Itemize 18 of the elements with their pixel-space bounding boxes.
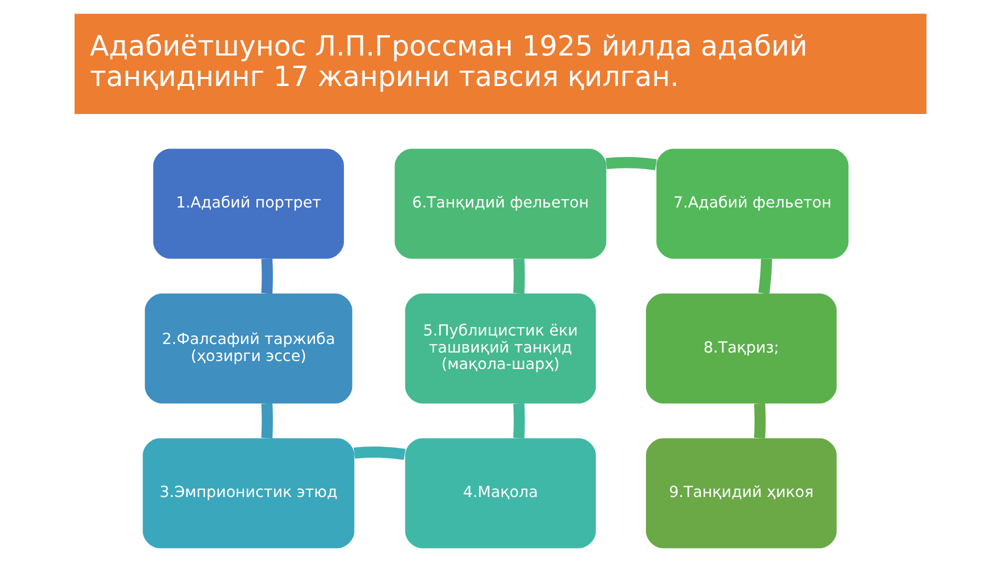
node-box: 7.Адабий фельетон: [656, 148, 848, 259]
connector: [754, 403, 766, 438]
connector: [512, 403, 524, 438]
node-box: 2.Фалсафий таржиба (ҳозирги эссе): [144, 294, 352, 404]
node-box: 6.Танқидий фельетон: [394, 148, 606, 259]
node-box: 4.Мақола: [404, 438, 596, 548]
connector: [260, 403, 272, 438]
connector: [512, 258, 524, 294]
connector: [758, 258, 772, 294]
connector: [260, 258, 272, 294]
node-box: 8.Тақриз;: [645, 294, 836, 404]
node-box: 3.Эмприонистик этюд: [142, 438, 354, 548]
node-box: Адабиётшунос Л.П.Гроссман 1925 йилда адабий танқиднинг 17 жанрини тавсия қилган.: [74, 14, 926, 114]
node-box: 5.Публицистик ёки ташвиқий танқид (мақола-шарҳ): [404, 294, 596, 404]
connector: [353, 446, 405, 460]
node-box: 1.Адабий портрет: [152, 148, 344, 259]
node-box: 9.Танқидий ҳикоя: [645, 438, 836, 548]
connector: [605, 156, 656, 170]
